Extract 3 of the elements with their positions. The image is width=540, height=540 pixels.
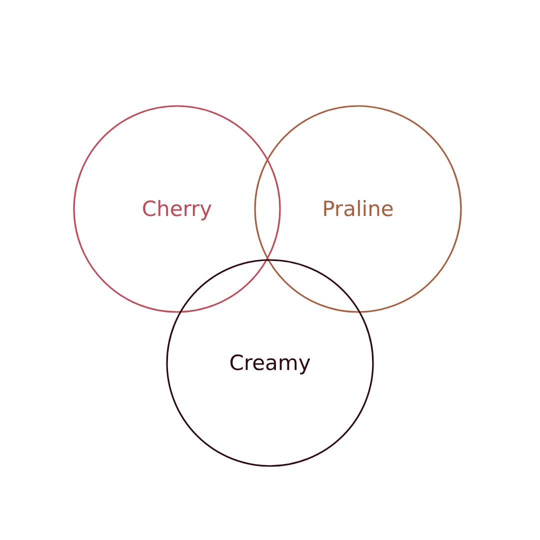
circle-label: Cherry bbox=[142, 197, 212, 221]
circle-label: Praline bbox=[322, 197, 394, 221]
circle-label: Creamy bbox=[229, 351, 311, 375]
